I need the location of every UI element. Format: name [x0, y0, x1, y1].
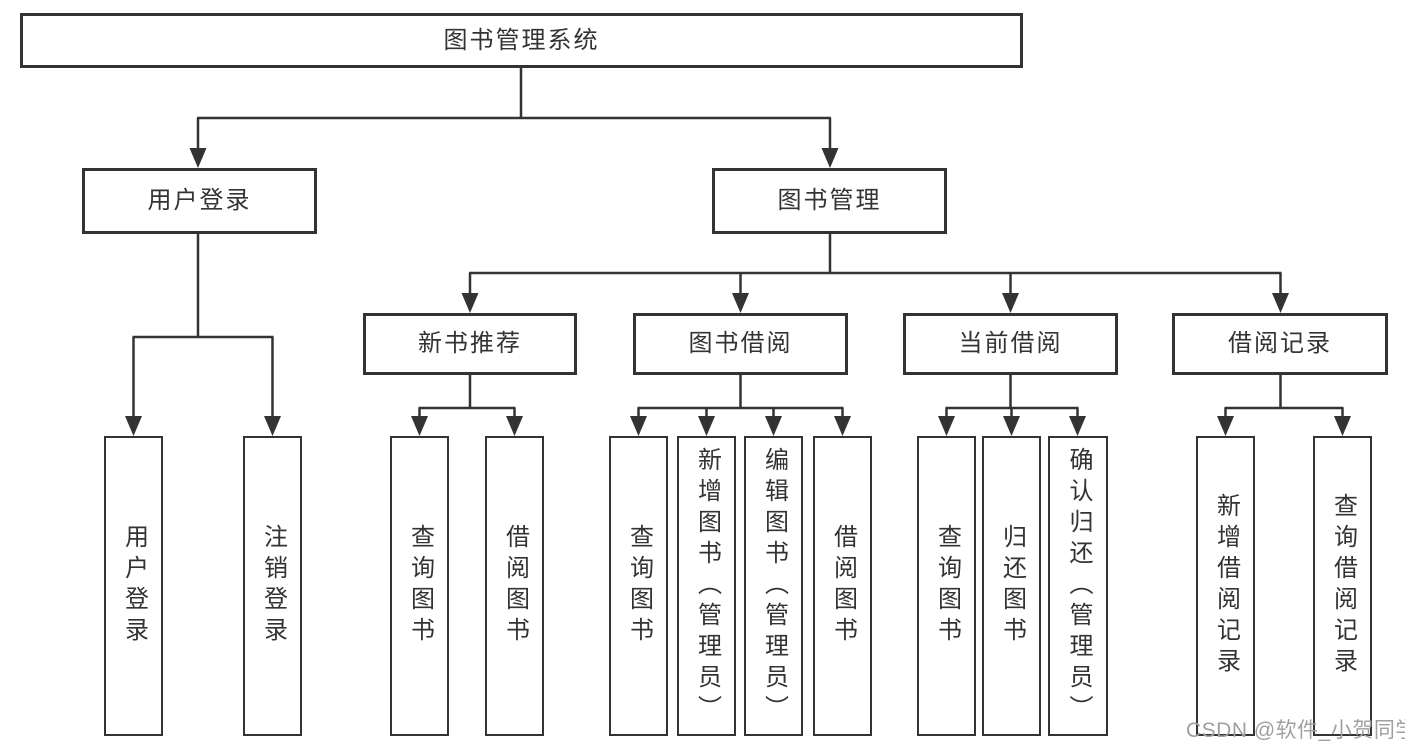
leaf-user-login: 用户登录: [104, 436, 163, 736]
node-new-book-recommend: 新书推荐: [363, 313, 577, 375]
leaf-query-borrow-record: 查询借阅记录: [1313, 436, 1372, 736]
leaf-borrow-books: 借阅图书: [813, 436, 872, 736]
node-book-management: 图书管理: [712, 168, 947, 234]
leaf-borrow-books-recommend: 借阅图书: [485, 436, 544, 736]
arrowheads: [125, 148, 1351, 436]
node-current-borrow: 当前借阅: [903, 313, 1118, 375]
node-book-borrow: 图书借阅: [633, 313, 848, 375]
leaf-query-books-recommend: 查询图书: [390, 436, 449, 736]
leaf-query-books-current: 查询图书: [917, 436, 976, 736]
connector-edges: [132, 67, 1344, 420]
leaf-logout: 注销登录: [243, 436, 302, 736]
node-borrow-records: 借阅记录: [1172, 313, 1388, 375]
node-user-login: 用户登录: [82, 168, 317, 234]
node-library-system: 图书管理系统: [20, 13, 1023, 68]
leaf-add-book-admin: 新增图书（管理员）: [677, 436, 736, 736]
leaf-confirm-return-admin: 确认归还（管理员）: [1048, 436, 1108, 736]
leaf-query-books-borrow: 查询图书: [609, 436, 668, 736]
leaf-edit-book-admin: 编辑图书（管理员）: [744, 436, 803, 736]
leaf-add-borrow-record: 新增借阅记录: [1196, 436, 1255, 736]
leaf-return-book: 归还图书: [982, 436, 1041, 736]
csdn-watermark: CSDN @软件_小贺同学: [1186, 719, 1405, 742]
